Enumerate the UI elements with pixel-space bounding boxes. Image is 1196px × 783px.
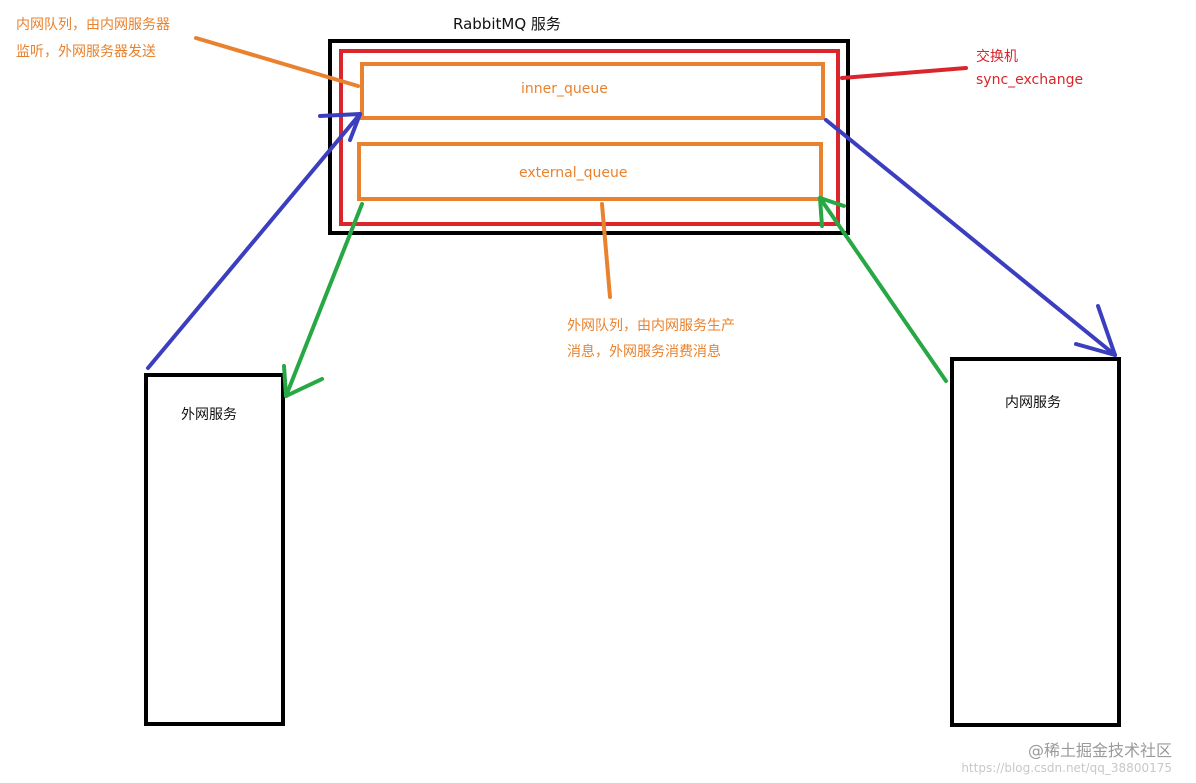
external-service-label: 外网服务	[181, 407, 237, 423]
external-note-pointer	[600, 202, 612, 299]
rabbitmq-title: RabbitMQ 服务	[453, 15, 561, 33]
inner-queue-note-line2: 监听，外网服务器发送	[16, 44, 156, 60]
rabbitmq-box	[328, 39, 850, 235]
watermark-main: @稀土掘金技术社区	[1027, 741, 1172, 760]
inner-queue-label: inner_queue	[521, 81, 608, 97]
exchange-label-line2: sync_exchange	[976, 72, 1084, 88]
exchange-pointer	[840, 66, 968, 80]
inner-note-pointer	[194, 36, 360, 88]
internal-service-label: 内网服务	[1005, 395, 1061, 411]
inner-queue-note-line1: 内网队列，由内网服务器	[16, 17, 170, 33]
consume-arrow-inner-to-internal	[824, 118, 1117, 357]
consume-arrow-external-to-external-service	[282, 202, 364, 398]
watermark-url: https://blog.csdn.net/qq_38800175	[961, 761, 1172, 775]
external-queue-box	[357, 142, 823, 201]
internal-service-box	[950, 357, 1121, 727]
inner-queue-box	[360, 62, 825, 120]
external-queue-label: external_queue	[519, 165, 628, 181]
watermark: @稀土掘金技术社区 https://blog.csdn.net/qq_38800…	[961, 737, 1172, 775]
external-queue-note-line2: 消息，外网服务消费消息	[567, 344, 721, 360]
send-arrow-external-to-inner	[146, 112, 362, 370]
produce-arrow-internal-to-external	[818, 196, 948, 383]
external-queue-note-line1: 外网队列，由内网服务生产	[567, 318, 735, 334]
external-service-box	[144, 373, 285, 726]
exchange-label-line1: 交换机	[976, 49, 1018, 65]
